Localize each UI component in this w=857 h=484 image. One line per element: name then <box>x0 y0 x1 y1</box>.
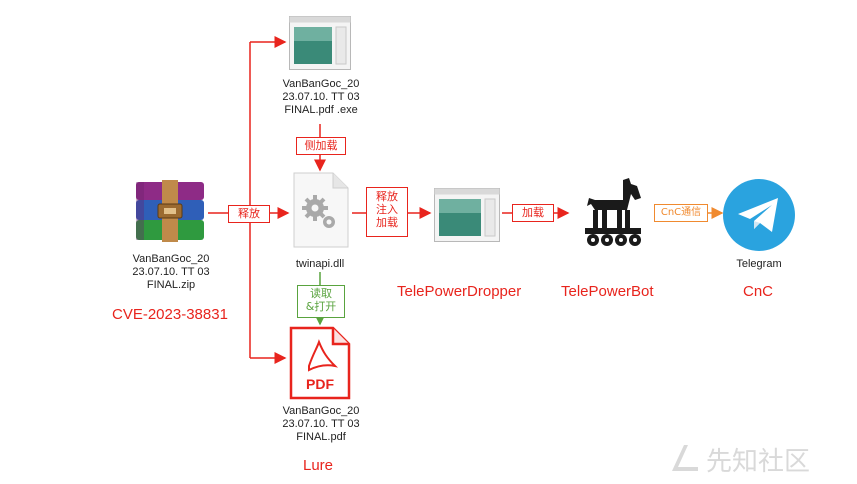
winrar-archive-icon <box>132 180 208 242</box>
cnc-comm-box: CnC通信 <box>654 204 708 222</box>
pdf-caption: VanBanGoc_20 23.07.10. TT 03 FINAL.pdf <box>282 405 360 443</box>
watermark-logo-icon <box>668 441 702 475</box>
dropper-window-icon <box>434 188 500 242</box>
telegram-logo-icon <box>722 178 796 252</box>
pdf-icon-text: PDF <box>306 376 334 392</box>
pdf-document-icon: PDF <box>289 326 351 400</box>
sideload-box: 侧加载 <box>296 137 346 155</box>
archive-caption: VanBanGoc_20 23.07.10. TT 03 FINAL.zip <box>132 253 210 291</box>
release-inject-load-box: 释放 注入 加载 <box>366 187 408 237</box>
telegram-caption: Telegram <box>736 258 782 270</box>
read-open-box: 读取 &打开 <box>297 285 345 318</box>
trojan-horse-icon <box>579 176 649 250</box>
dll-caption: twinapi.dll <box>295 258 345 270</box>
release-box: 释放 <box>228 205 270 223</box>
bot-label: TelePowerBot <box>561 283 654 300</box>
cnc-label: CnC <box>743 283 774 300</box>
dropper-label: TelePowerDropper <box>397 283 522 300</box>
dll-gear-file-icon <box>293 172 349 248</box>
lure-label: Lure <box>303 457 334 474</box>
exe-caption: VanBanGoc_20 23.07.10. TT 03 FINAL.pdf .… <box>282 78 360 116</box>
cve-label: CVE-2023-38831 <box>112 306 228 323</box>
application-window-icon <box>289 16 351 70</box>
watermark-text: 先知社区 <box>706 447 811 477</box>
load-box: 加载 <box>512 204 554 222</box>
